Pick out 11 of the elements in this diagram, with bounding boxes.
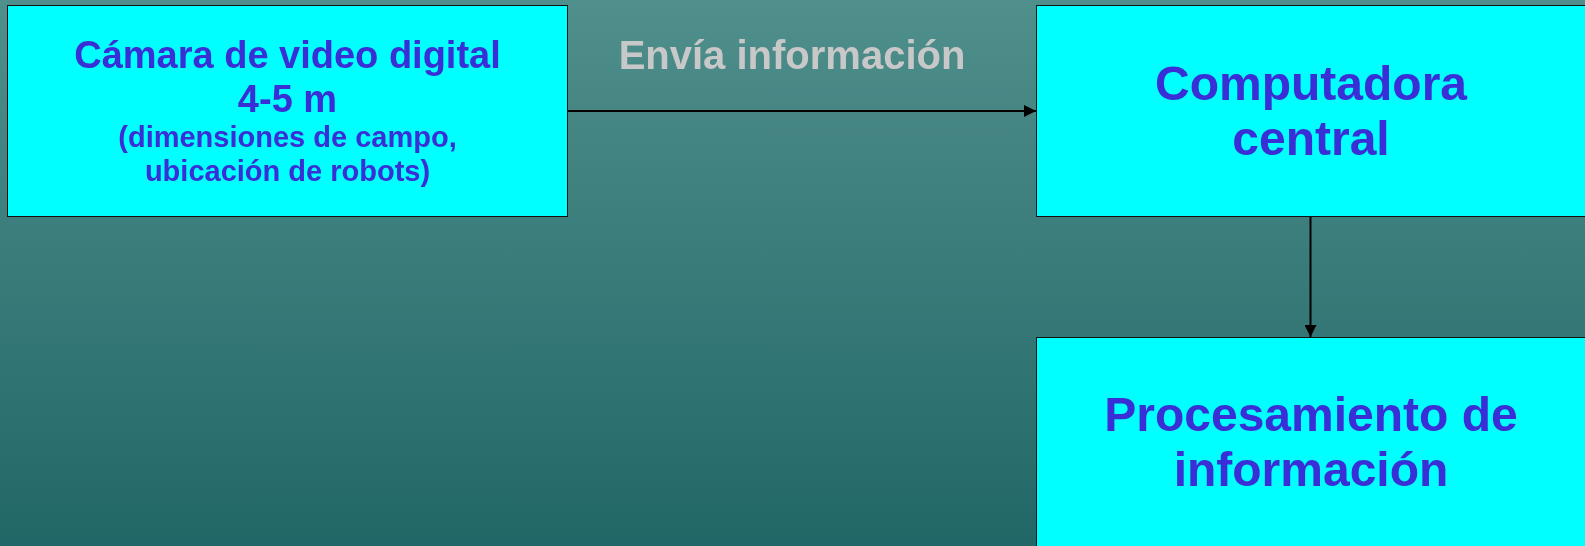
box-title: Procesamiento de información	[1103, 386, 1519, 498]
box-title: Computadora central	[1154, 55, 1469, 167]
box-text: (dimensiones de campo, ubicación de robots)	[117, 121, 458, 189]
box-title: Cámara de video digital	[74, 33, 501, 78]
box-text: 4-5 m	[237, 77, 338, 122]
arrow	[567, 105, 1037, 117]
arrow	[1304, 216, 1317, 338]
process-box	[1036, 5, 1585, 217]
edge-label: Envía información	[618, 33, 966, 78]
process-box	[1036, 337, 1585, 546]
process-box	[7, 5, 568, 217]
